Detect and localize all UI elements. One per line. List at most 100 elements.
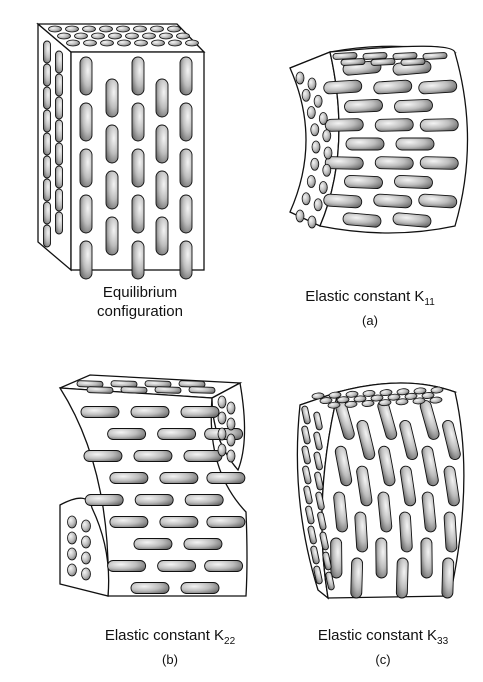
molecule-end — [311, 392, 325, 400]
molecule-rod-side — [43, 86, 51, 110]
molecule-rod — [131, 148, 145, 188]
molecule-end — [67, 547, 77, 561]
molecule-rod — [133, 450, 173, 462]
molecule-end — [322, 129, 332, 143]
equilibrium-block — [36, 22, 206, 280]
molecule-end — [150, 25, 164, 33]
molecule-rod — [392, 212, 432, 228]
molecule-rod-side — [55, 211, 63, 235]
caption-twist-subscript: 22 — [224, 636, 236, 647]
molecule-end — [99, 25, 113, 33]
molecule-rod — [330, 537, 343, 579]
molecule-rod — [441, 557, 455, 599]
caption-equilibrium-line2: configuration — [97, 303, 183, 320]
caption-equilibrium-line1: Equilibrium — [102, 284, 178, 301]
molecule-rod-side — [301, 425, 311, 445]
splay-front-molecules — [323, 60, 459, 228]
caption-bend-tag: (c) — [375, 652, 391, 667]
molecule-rod — [375, 537, 388, 579]
molecule-rod — [131, 194, 145, 234]
molecule-end — [168, 39, 182, 47]
molecule-end — [344, 400, 358, 408]
molecule-rod-side — [319, 531, 329, 551]
molecule-end — [116, 25, 130, 33]
splay-side-molecules — [295, 71, 333, 229]
caption-bend: Elastic constant K33 (c) — [283, 626, 483, 669]
molecule-rod — [204, 560, 244, 572]
molecule-end — [217, 443, 227, 457]
molecule-rod — [344, 98, 383, 114]
molecule-rod-top — [86, 386, 114, 394]
molecule-end — [362, 390, 376, 397]
molecule-rod-side — [55, 119, 63, 143]
molecule-rod-side — [313, 411, 323, 431]
molecule-rod — [159, 472, 199, 484]
molecule-rod-side — [322, 551, 332, 571]
molecule-rod-top — [400, 58, 426, 66]
molecule-rod — [105, 170, 119, 210]
molecule-rod-side — [43, 40, 51, 64]
splay-top-molecules — [332, 52, 448, 66]
molecule-end — [318, 181, 328, 194]
molecule-rod — [133, 538, 173, 550]
molecule-end — [301, 88, 311, 102]
molecule-end — [176, 32, 190, 40]
molecule-end — [336, 396, 350, 404]
caption-splay: Elastic constant K11 (a) — [270, 287, 470, 330]
molecule-end — [379, 389, 393, 397]
molecule-rod — [134, 494, 174, 506]
twist-top-molecules — [76, 380, 216, 394]
molecule-end — [81, 535, 91, 549]
caption-bend-subscript: 33 — [437, 636, 449, 647]
bend-block — [296, 382, 465, 600]
molecule-end — [378, 399, 392, 407]
twist-block — [58, 374, 248, 597]
molecule-rod — [377, 491, 393, 533]
molecule-rod-side — [43, 109, 51, 133]
molecule-rod — [184, 494, 224, 506]
molecule-rod — [395, 137, 435, 151]
molecule-rod-side — [43, 224, 51, 248]
molecule-rod — [183, 538, 223, 550]
molecule-rod-side — [43, 201, 51, 225]
molecule-end — [91, 32, 105, 40]
molecule-rod — [395, 557, 409, 599]
caption-bend-text: Elastic constant K — [317, 627, 438, 644]
molecule-rod — [179, 102, 193, 142]
molecule-end — [295, 71, 305, 85]
molecule-end — [307, 215, 317, 229]
molecule-rod — [130, 582, 170, 594]
molecule-rod — [179, 148, 193, 188]
molecule-rod — [105, 124, 119, 164]
molecule-rod-side — [302, 465, 312, 485]
bend-side-molecules — [301, 405, 335, 591]
molecule-rod — [109, 472, 149, 484]
molecule-end — [396, 388, 410, 396]
equilibrium-left-face — [37, 22, 72, 272]
molecule-rod — [421, 445, 439, 487]
molecule-rod-side — [55, 188, 63, 212]
molecule-end — [226, 449, 236, 463]
molecule-rod — [421, 491, 437, 533]
molecule-end — [185, 39, 199, 47]
molecule-rod — [324, 118, 364, 132]
molecule-rod — [131, 240, 145, 280]
molecule-end — [65, 25, 79, 33]
molecule-end — [81, 567, 91, 581]
molecule-rod — [324, 156, 364, 170]
molecule-rod-top — [340, 58, 366, 66]
molecule-rod — [183, 450, 223, 462]
molecule-rod-side — [55, 165, 63, 189]
molecule-rod — [394, 98, 433, 114]
molecule-rod-top — [370, 58, 396, 66]
molecule-rod — [157, 560, 197, 572]
twist-side-molecules-lower — [67, 515, 91, 581]
molecule-rod — [206, 516, 246, 528]
molecule-end — [322, 163, 332, 177]
molecule-rod — [442, 419, 461, 461]
bend-front-molecules — [330, 400, 461, 599]
molecule-rod-top — [422, 52, 448, 60]
molecule-end — [395, 398, 409, 406]
molecule-end — [306, 106, 316, 119]
molecule-end — [306, 175, 316, 188]
